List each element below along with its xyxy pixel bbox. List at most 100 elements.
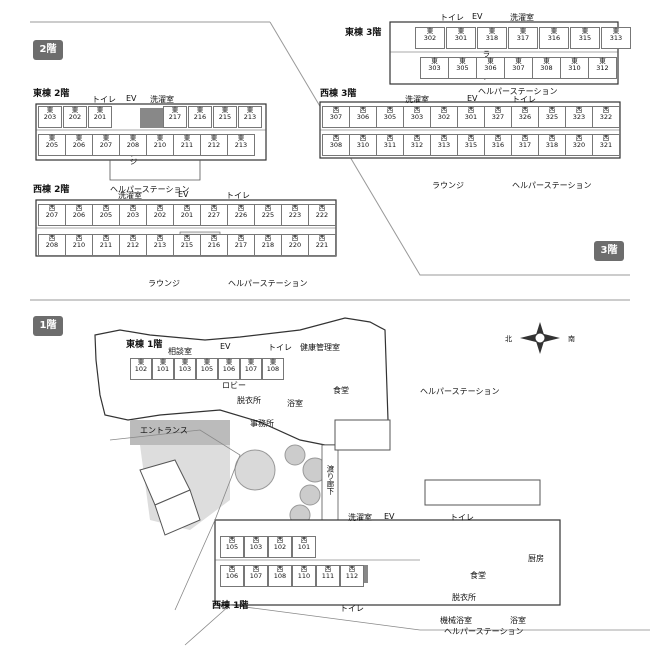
- label-corridor-1f: 渡り廊下: [326, 465, 335, 495]
- room-cell: 西 313: [430, 134, 458, 156]
- room-cell: 東 105: [196, 358, 218, 380]
- floor-badge-3f: 3階: [594, 241, 624, 261]
- wing-title-east-2f: 東棟 2階: [33, 89, 70, 99]
- label-helper-w2: ヘルパーステーション: [228, 279, 308, 288]
- plan-1f-site: [94, 317, 650, 646]
- label-ev-w3: EV: [467, 94, 478, 103]
- floor-badge-2f: 2階: [33, 40, 63, 60]
- room-cell: 西 303: [403, 106, 431, 128]
- room-cell: 東 210: [146, 134, 174, 156]
- room-cell: 東 212: [200, 134, 228, 156]
- room-cell: 西 207: [38, 204, 66, 226]
- label-laundry-w1: 洗濯室: [348, 513, 372, 522]
- room-cell: 東 101: [152, 358, 174, 380]
- room-cell: 東 312: [588, 57, 617, 79]
- room-cell: 西 306: [349, 106, 377, 128]
- room-cell: [113, 106, 135, 126]
- label-ev-1f: EV: [220, 342, 231, 351]
- room-cell: 西 223: [281, 204, 309, 226]
- room-cell: 西 310: [349, 134, 377, 156]
- room-cell: 東 215: [213, 106, 237, 128]
- room-cell: 東 301: [446, 27, 476, 49]
- room-cell: 西 305: [376, 106, 404, 128]
- room-cell: 東 315: [570, 27, 600, 49]
- room-cell: 西 211: [92, 234, 120, 256]
- label-helper-w1: ヘルパーステーション: [444, 627, 524, 636]
- label-health-1f: 健康管理室: [300, 343, 340, 352]
- label-dressing-1f: 脱衣所: [237, 396, 261, 405]
- room-cell: 西 327: [484, 106, 512, 128]
- room-cell: 東 107: [240, 358, 262, 380]
- room-cell: 西 322: [592, 106, 620, 128]
- label-dressing-w1: 脱衣所: [452, 593, 476, 602]
- label-lobby-1f: ロビー: [222, 381, 246, 390]
- wing-title-east-3f: 東棟 3階: [345, 28, 382, 38]
- wing-title-west-2f: 西棟 2階: [33, 185, 70, 195]
- room-cell: 東 208: [119, 134, 147, 156]
- wing-title-east-1f: 東棟 1階: [126, 340, 163, 350]
- room-cell: 西 325: [538, 106, 566, 128]
- compass-south: 南: [568, 335, 575, 343]
- room-cell: 東 307: [504, 57, 533, 79]
- room-cell: 西 108: [268, 565, 292, 587]
- room-cell: 東 302: [415, 27, 445, 49]
- room-cell: 東 202: [63, 106, 87, 128]
- room-cell: 西 218: [254, 234, 282, 256]
- room-cell: 西 320: [565, 134, 593, 156]
- room-cell: 西 315: [457, 134, 485, 156]
- room-cell: 東 108: [262, 358, 284, 380]
- room-cell: 西 318: [538, 134, 566, 156]
- label-helper-e3: ヘルパーステーション: [478, 87, 558, 96]
- room-cell: 西 202: [146, 204, 174, 226]
- room-cell: 西 220: [281, 234, 309, 256]
- room-cell: 西 102: [268, 536, 292, 558]
- room-cell: 西 110: [292, 565, 316, 587]
- room-cell: 西 208: [38, 234, 66, 256]
- compass-north: 北: [505, 335, 512, 343]
- room-cell: 東 205: [38, 134, 66, 156]
- label-helper-1f: ヘルパーステーション: [420, 387, 500, 396]
- label-ev-e2: EV: [126, 94, 137, 103]
- room-cell: 西 225: [254, 204, 282, 226]
- label-toilet-e2: トイレ: [92, 95, 116, 104]
- room-cell: 東 303: [420, 57, 449, 79]
- room-cell: 西 222: [308, 204, 336, 226]
- room-cell: 東 318: [477, 27, 507, 49]
- room-cell: 西 105: [220, 536, 244, 558]
- label-entrance-1f: エントランス: [140, 426, 188, 435]
- label-ev-e3: EV: [472, 12, 483, 21]
- room-cell: 西 321: [592, 134, 620, 156]
- room-cell: 西 217: [227, 234, 255, 256]
- label-dining-w1: 食堂: [470, 571, 486, 580]
- room-cell: 東 206: [65, 134, 93, 156]
- room-cell: 西 210: [65, 234, 93, 256]
- label-bath-w1: 浴室: [510, 616, 526, 625]
- label-laundry-e2: 洗濯室: [150, 95, 174, 104]
- room-cell: 西 312: [403, 134, 431, 156]
- label-laundry-w3: 洗濯室: [405, 95, 429, 104]
- room-cell: 東 201: [88, 106, 112, 128]
- label-kitchen-w1: 厨房: [528, 554, 544, 563]
- label-toilet-w3: トイレ: [512, 95, 536, 104]
- room-cell: 西 326: [511, 106, 539, 128]
- room-cell: 西 307: [322, 106, 350, 128]
- floor-badge-1f: 1階: [33, 316, 63, 336]
- room-cell: 西 221: [308, 234, 336, 256]
- room-cell: 東 213: [238, 106, 262, 128]
- room-cell: 西 107: [244, 565, 268, 587]
- room-cell: 西 206: [65, 204, 93, 226]
- room-cell: 西 201: [173, 204, 201, 226]
- label-helper-w3: ヘルパーステーション: [512, 181, 592, 190]
- room-cell: 東 211: [173, 134, 201, 156]
- label-toilet-w2: トイレ: [226, 191, 250, 200]
- room-cell: 東 308: [532, 57, 561, 79]
- room-cell: 西 111: [316, 565, 340, 587]
- label-lounge-w3: ラウンジ: [432, 181, 464, 190]
- wing-title-west-3f: 西棟 3階: [320, 89, 357, 99]
- label-ev-w1: EV: [384, 512, 395, 521]
- room-cell: 西 226: [227, 204, 255, 226]
- wing-title-west-1f: 西棟 1階: [212, 601, 249, 611]
- room-cell: 西 302: [430, 106, 458, 128]
- label-machine-bath-w1: 機械浴室: [440, 616, 472, 625]
- room-cell: 東 102: [130, 358, 152, 380]
